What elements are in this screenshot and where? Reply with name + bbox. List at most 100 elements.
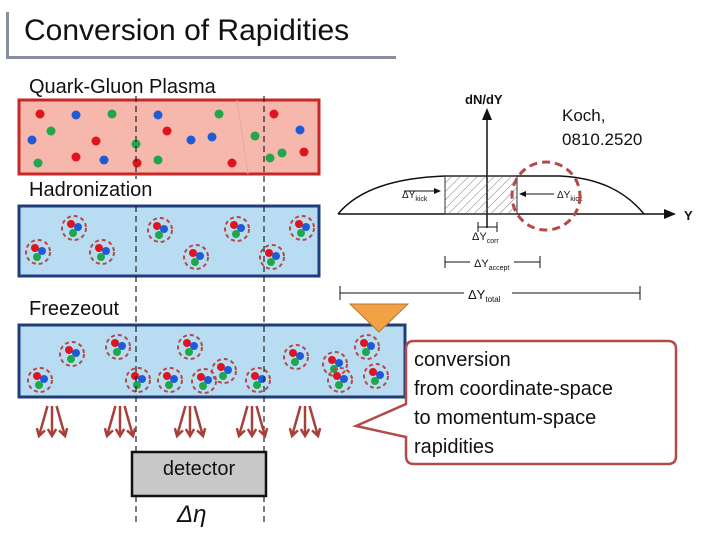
hadron (259, 244, 285, 270)
hadron-ring (147, 217, 173, 243)
quark-dot (118, 342, 126, 350)
hadron-ring (363, 363, 389, 389)
hadron-ring (25, 239, 51, 265)
quark-dot (131, 372, 139, 380)
quark-dot (97, 253, 105, 261)
hadron (289, 215, 315, 241)
hadron (125, 367, 151, 393)
acceptance-hatched-region (444, 175, 518, 215)
quark-dot (189, 249, 197, 257)
detector-label: detector (162, 458, 236, 480)
quark-dot (289, 349, 297, 357)
quark-dot (277, 148, 287, 158)
outgoing-arrow-head (184, 428, 196, 439)
title-accent-left (6, 12, 9, 58)
quark-dot (153, 222, 161, 230)
outgoing-arrow-head (288, 427, 299, 439)
outgoing-arrow-head (46, 428, 58, 439)
pointer-triangle (348, 303, 410, 333)
label-hadronization: Hadronization (29, 179, 153, 202)
quark-dot (197, 373, 205, 381)
outgoing-arrow-head (246, 428, 258, 439)
quark-dot (299, 147, 309, 157)
outgoing-arrow-shaft (255, 405, 267, 437)
hadron-ring (289, 215, 315, 241)
hadron (27, 367, 53, 393)
outgoing-arrow-shaft (237, 405, 249, 437)
quark-dot (153, 110, 163, 120)
hadron (354, 334, 380, 360)
quark-dot (191, 258, 199, 266)
quark-dot (369, 368, 377, 376)
quark-dot (291, 358, 299, 366)
outgoing-arrow-group (173, 405, 207, 439)
quark-dot (214, 109, 224, 119)
freezeout-particles (27, 334, 389, 394)
y-axis-arrowhead (482, 108, 492, 120)
callout-line-1: conversion (414, 349, 511, 371)
quark-dot (333, 372, 341, 380)
outgoing-arrow-head (258, 427, 269, 439)
outgoing-arrow-group (288, 405, 322, 439)
quark-dot (160, 225, 168, 233)
callout-text: conversion from coordinate-space to mome… (414, 346, 613, 462)
quark-dot (267, 258, 275, 266)
hadron (105, 334, 131, 360)
detector-box (130, 450, 268, 498)
quark-dot (367, 342, 375, 350)
hadron-ring (105, 334, 131, 360)
quark-dot (31, 244, 39, 252)
quark-dot (376, 371, 384, 379)
quark-dot (71, 152, 81, 162)
corr-label: ΔYcorr (472, 231, 499, 245)
quark-dot (33, 158, 43, 168)
quark-dot (265, 153, 275, 163)
outgoing-arrow-head (173, 427, 184, 439)
callout-line-2: from coordinate-space (414, 378, 613, 400)
hadron (327, 367, 353, 393)
quark-dot (71, 110, 81, 120)
quark-dot (131, 139, 141, 149)
quark-dot (74, 223, 82, 231)
outgoing-arrows (35, 405, 322, 439)
outgoing-arrow-shaft (193, 405, 205, 437)
outgoing-arrow-shaft (37, 405, 49, 437)
outgoing-arrow-group (103, 405, 137, 439)
quark-dot (38, 247, 46, 255)
quark-dot (162, 126, 172, 136)
quark-dot (183, 339, 191, 347)
quark-dot (204, 376, 212, 384)
quark-dot (40, 375, 48, 383)
outgoing-arrow-head (311, 427, 322, 439)
outgoing-arrow-head (235, 427, 246, 439)
qgp-particles (27, 109, 309, 168)
hadron (147, 217, 173, 243)
title-accent-bottom (6, 56, 396, 59)
hadron (157, 367, 183, 393)
quark-dot (107, 109, 117, 119)
quark-dot (232, 230, 240, 238)
hadron (177, 334, 203, 360)
quark-dot (196, 252, 204, 260)
outgoing-arrow-group (235, 405, 269, 439)
outgoing-arrow-head (114, 428, 126, 439)
delta-eta-label: Δη (176, 501, 206, 528)
quark-dot (190, 342, 198, 350)
quark-dot (133, 381, 141, 389)
quark-dot (237, 224, 245, 232)
quark-dot (199, 382, 207, 390)
hadron-ring (89, 239, 115, 265)
quark-dot (217, 363, 225, 371)
quark-dot (227, 158, 237, 168)
callout-line-4: rapidities (414, 436, 495, 458)
hadron (25, 239, 51, 265)
quark-dot (219, 372, 227, 380)
quark-dot (27, 135, 37, 145)
quark-dot (230, 221, 238, 229)
quark-dot (297, 229, 305, 237)
reference-author: Koch, (562, 106, 606, 125)
hadron (283, 344, 309, 370)
hadron (191, 368, 217, 394)
outgoing-arrow-shaft (175, 405, 187, 437)
hadron (224, 216, 250, 242)
